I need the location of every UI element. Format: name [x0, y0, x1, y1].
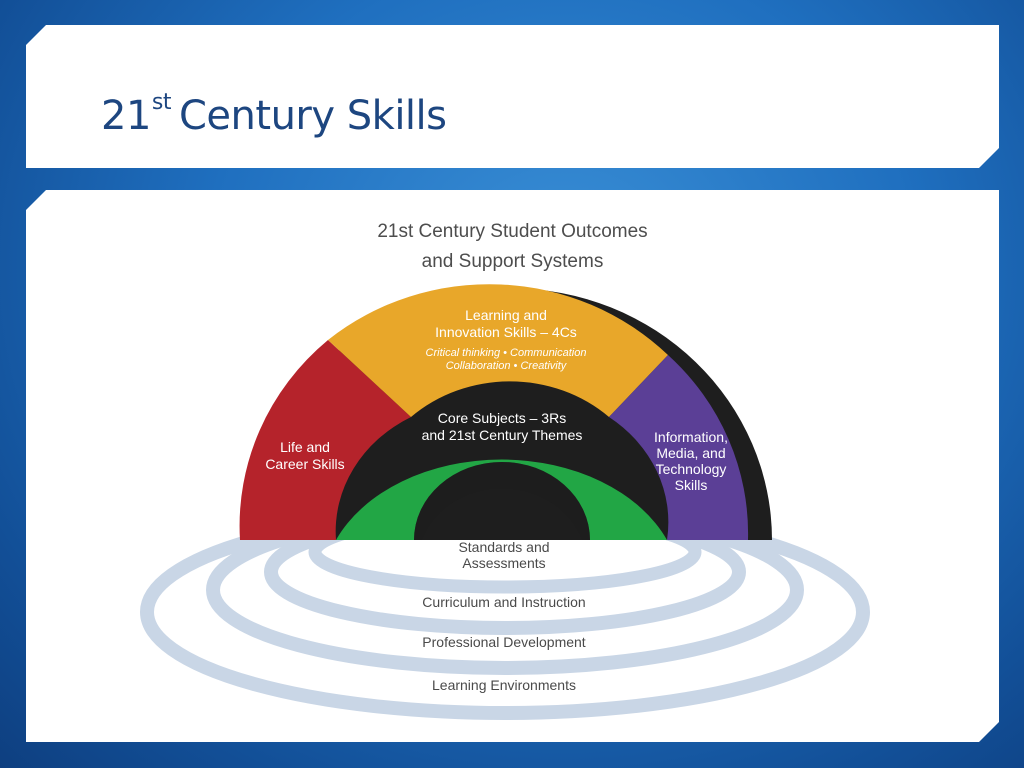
learning-innovation-subtext: Critical thinking • Communication Collab… — [396, 347, 616, 373]
arch-inner-shadow — [414, 462, 590, 540]
life-career-line1: Life and — [280, 439, 330, 455]
information-media-label: Information, Media, and Technology Skill… — [636, 429, 746, 493]
skills-diagram: 21st Century Student Outcomes and Suppor… — [26, 190, 999, 742]
diagram-heading-line1: 21st Century Student Outcomes — [377, 221, 648, 242]
core-subjects-line2: and 21st Century Themes — [421, 426, 583, 443]
life-career-line2: Career Skills — [265, 455, 345, 472]
standards-line2: Assessments — [462, 555, 546, 572]
information-media-line2: Media, and — [656, 445, 726, 462]
standards-line1: Standards and — [458, 539, 550, 555]
learning-environments-label: Learning Environments — [432, 677, 576, 693]
diagram-graphic — [140, 284, 870, 720]
slide-title: 21st Century Skills — [101, 92, 447, 139]
standards-assessments-label: Standards and Assessments — [404, 539, 604, 571]
curriculum-instruction-label: Curriculum and Instruction — [422, 594, 586, 610]
information-media-line4: Skills — [674, 477, 708, 494]
slide-title-text: Century Skills — [179, 93, 447, 139]
title-panel — [26, 25, 999, 168]
arch-core-subjects — [336, 459, 667, 540]
slide-title-number: 21 — [101, 93, 151, 139]
learning-innovation-line3: Critical thinking • Communication — [425, 347, 587, 359]
information-media-line1: Information, — [654, 429, 728, 445]
life-career-label: Life and Career Skills — [250, 439, 360, 473]
core-subjects-line1: Core Subjects – 3Rs — [437, 410, 567, 426]
slide-title-superscript: st — [151, 90, 172, 115]
arch-learning-innovation-segment — [328, 284, 668, 417]
core-subjects-label: Core Subjects – 3Rs and 21st Century The… — [402, 410, 602, 444]
arch-information-media-segment — [609, 355, 749, 540]
learning-innovation-line1: Learning and — [465, 307, 547, 323]
learning-innovation-label: Learning and Innovation Skills – 4Cs — [406, 307, 606, 341]
professional-development-label: Professional Development — [422, 634, 586, 650]
learning-innovation-line2: Innovation Skills – 4Cs — [435, 323, 577, 340]
information-media-line3: Technology — [655, 461, 727, 478]
learning-innovation-line4: Collaboration • Creativity — [445, 360, 567, 373]
diagram-heading-line2: and Support Systems — [421, 251, 604, 272]
arch-life-career-segment — [239, 340, 411, 540]
